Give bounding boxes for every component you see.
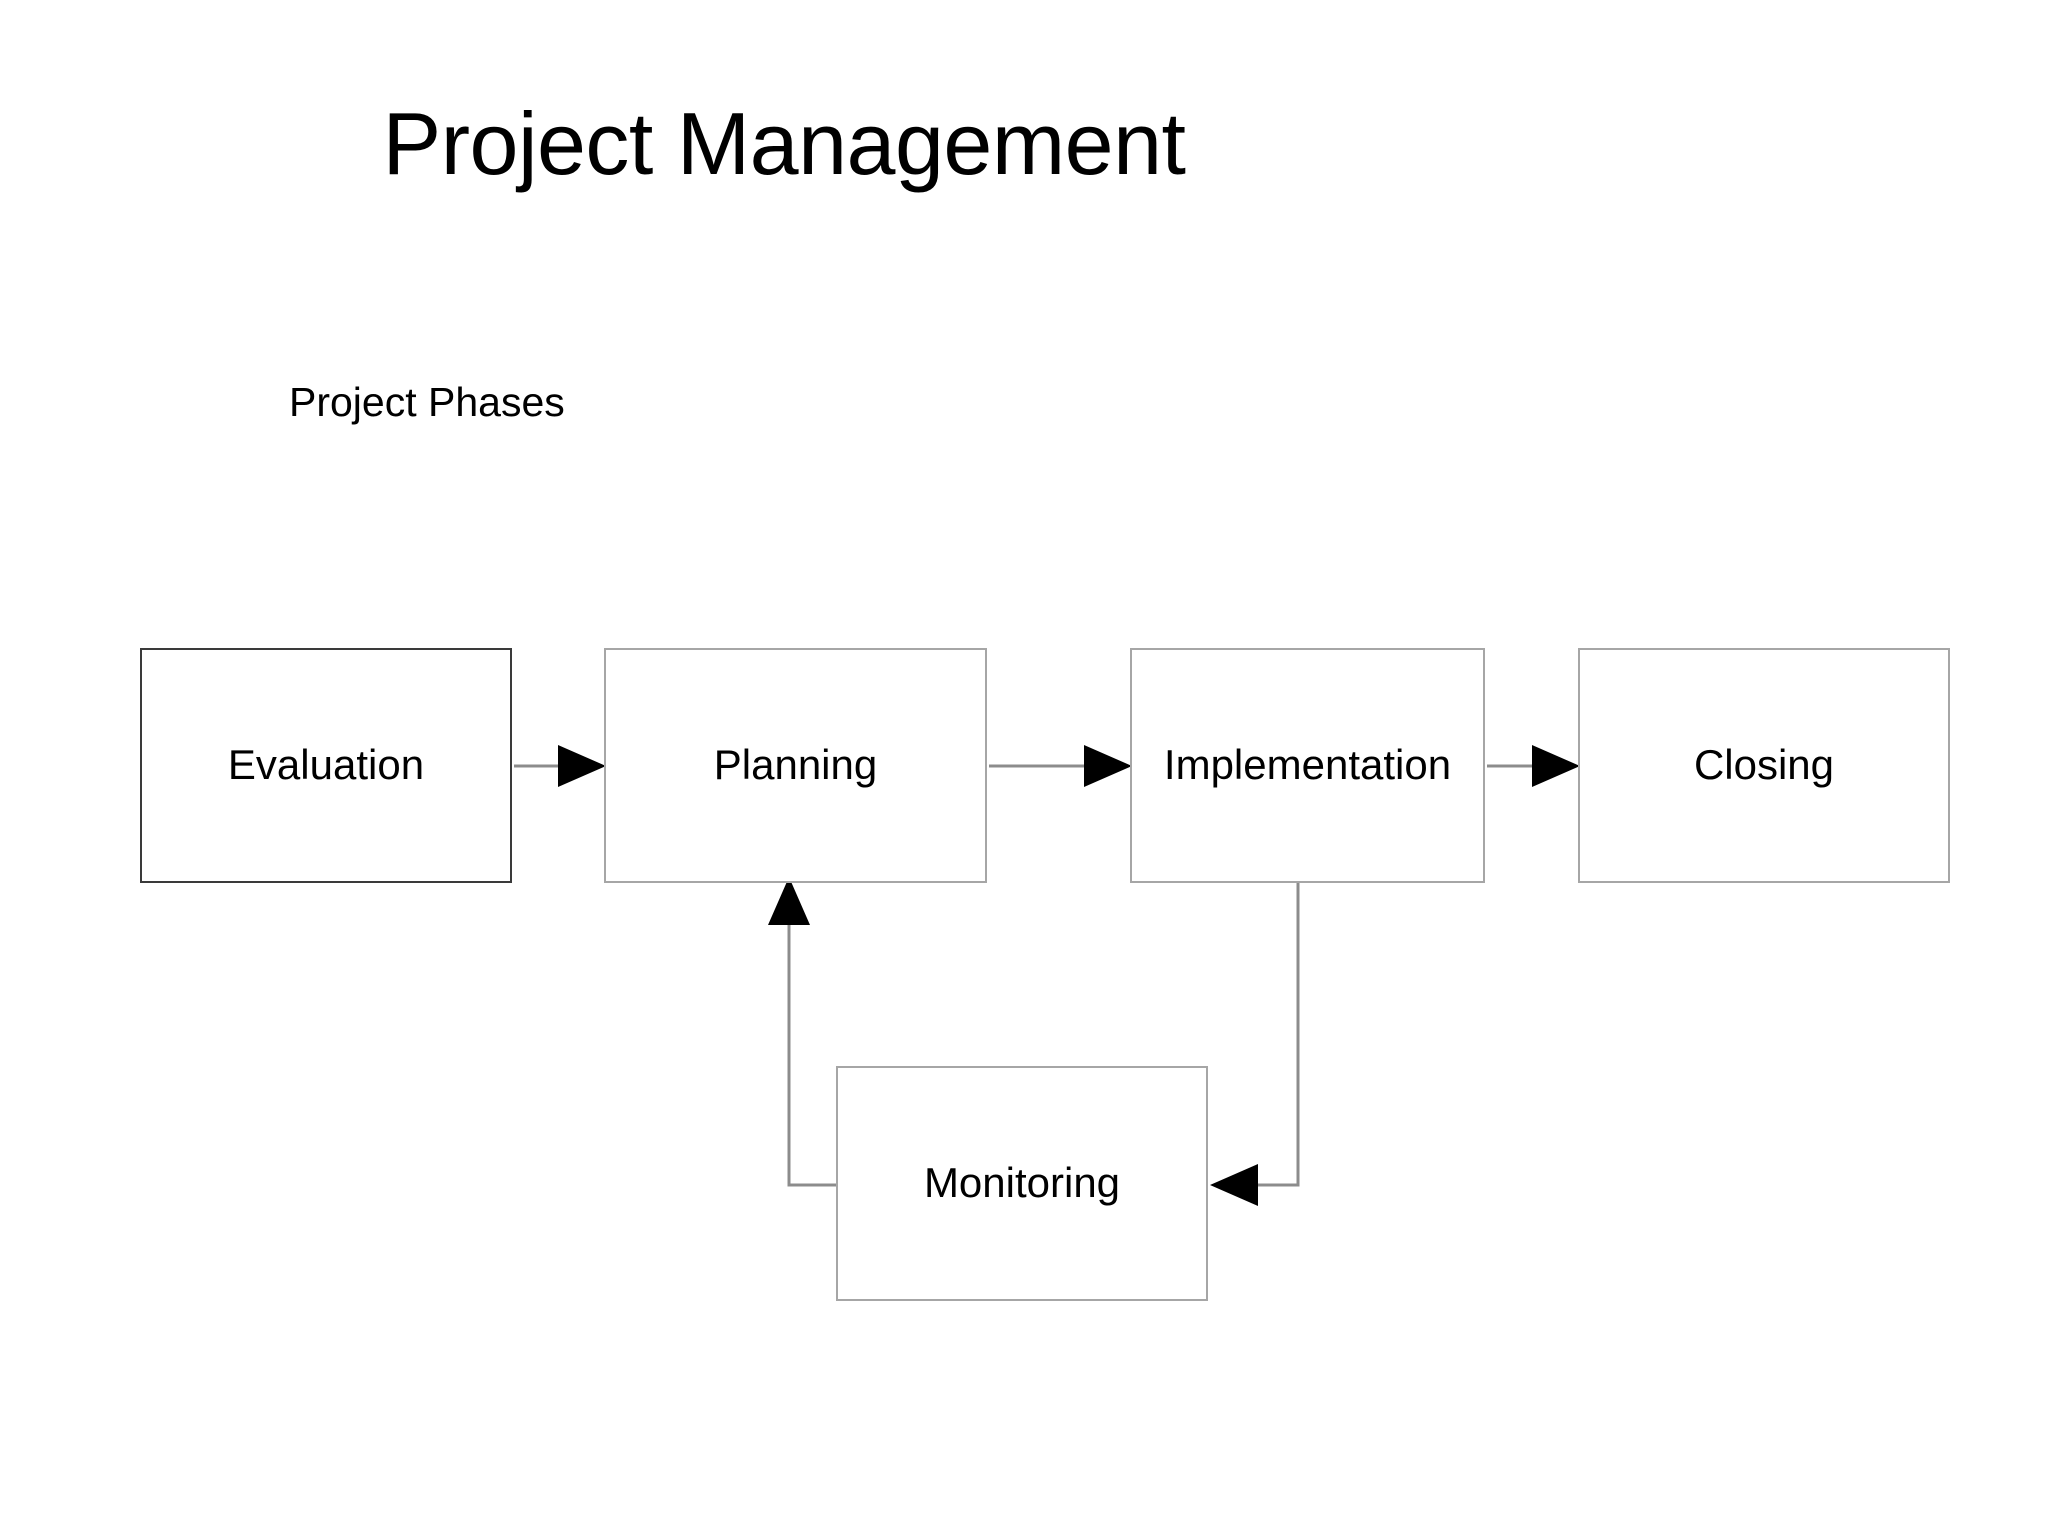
flow-node-implementation[interactable]: Implementation	[1130, 648, 1485, 883]
edge-evaluation-to-planning	[514, 745, 606, 787]
slide-subtitle: Project Phases	[289, 379, 565, 425]
flow-node-label: Monitoring	[923, 1159, 1121, 1207]
flow-node-planning[interactable]: Planning	[604, 648, 987, 883]
edge-implementation-to-closing	[1487, 745, 1580, 787]
flow-node-label: Planning	[713, 741, 878, 789]
flow-node-label: Closing	[1693, 741, 1835, 789]
flow-node-monitoring[interactable]: Monitoring	[836, 1066, 1208, 1301]
edge-planning-to-implementation	[989, 745, 1132, 787]
flow-node-label: Evaluation	[227, 741, 425, 789]
page-title: Project Management	[382, 94, 1186, 193]
flow-node-evaluation[interactable]: Evaluation	[140, 648, 512, 883]
flow-node-closing[interactable]: Closing	[1578, 648, 1950, 883]
edge-monitoring-to-planning	[768, 877, 836, 1187]
edge-implementation-to-monitoring	[1210, 883, 1300, 1206]
flow-node-label: Implementation	[1163, 741, 1452, 789]
